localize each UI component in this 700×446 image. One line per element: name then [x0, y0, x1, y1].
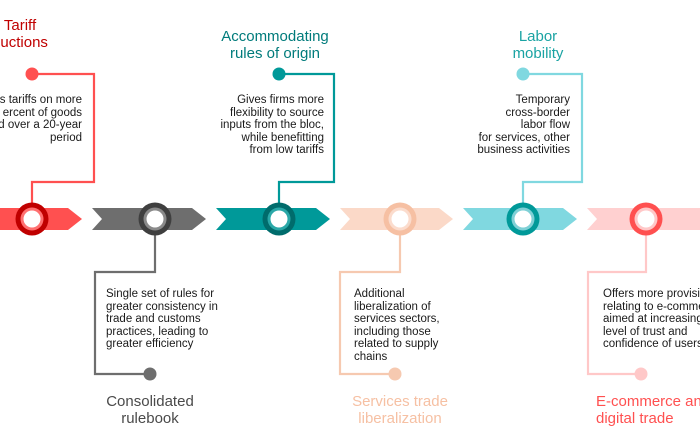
- connector-dot-e-commerce-and-digital-trade: [634, 367, 648, 381]
- connector-line-labor-mobility: [521, 72, 584, 203]
- connector-line-tariff-reductions: [30, 72, 96, 203]
- milestone-title-tariff-reductions: Tariff ductions: [0, 17, 48, 51]
- connector-line-e-commerce-and-digital-trade: [586, 235, 648, 376]
- connector-dot-accommodating-rules-of-origin: [272, 67, 286, 81]
- milestone-title-services-trade-liberalization: Services trade liberalization: [352, 393, 448, 427]
- milestone-description-services-trade-liberalization: Additional liberalization of services se…: [354, 288, 440, 363]
- connector-line-consolidated-rulebook: [93, 235, 157, 376]
- milestone-title-e-commerce-and-digital-trade: E-commerce and digital trade: [596, 393, 700, 427]
- connector-dot-services-trade-liberalization: [388, 367, 402, 381]
- milestone-description-e-commerce-and-digital-trade: Offers more provisions relating to e-com…: [603, 288, 700, 351]
- connector-line-services-trade-liberalization: [338, 235, 402, 376]
- milestone-center-e-commerce-and-digital-trade: [637, 210, 655, 228]
- milestone-title-labor-mobility: Labor mobility: [512, 28, 564, 62]
- milestone-center-consolidated-rulebook: [146, 210, 164, 228]
- milestone-center-tariff-reductions: [23, 210, 41, 228]
- connector-dot-labor-mobility: [516, 67, 530, 81]
- connector-line-accommodating-rules-of-origin: [277, 72, 336, 203]
- milestone-description-accommodating-rules-of-origin: Gives firms more flexibility to source i…: [220, 94, 324, 157]
- connector-dot-consolidated-rulebook: [143, 367, 157, 381]
- milestone-description-tariff-reductions: s tariffs on more ercent of goods d over…: [0, 94, 82, 144]
- milestone-center-labor-mobility: [514, 210, 532, 228]
- milestone-description-labor-mobility: Temporary cross-border labor flow for se…: [477, 94, 570, 157]
- connector-dot-tariff-reductions: [25, 67, 39, 81]
- milestone-title-consolidated-rulebook: Consolidated rulebook: [106, 393, 194, 427]
- milestone-title-accommodating-rules-of-origin: Accommodating rules of origin: [221, 28, 329, 62]
- milestone-center-services-trade-liberalization: [391, 210, 409, 228]
- milestone-center-accommodating-rules-of-origin: [270, 210, 288, 228]
- milestone-description-consolidated-rulebook: Single set of rules for greater consiste…: [106, 288, 218, 351]
